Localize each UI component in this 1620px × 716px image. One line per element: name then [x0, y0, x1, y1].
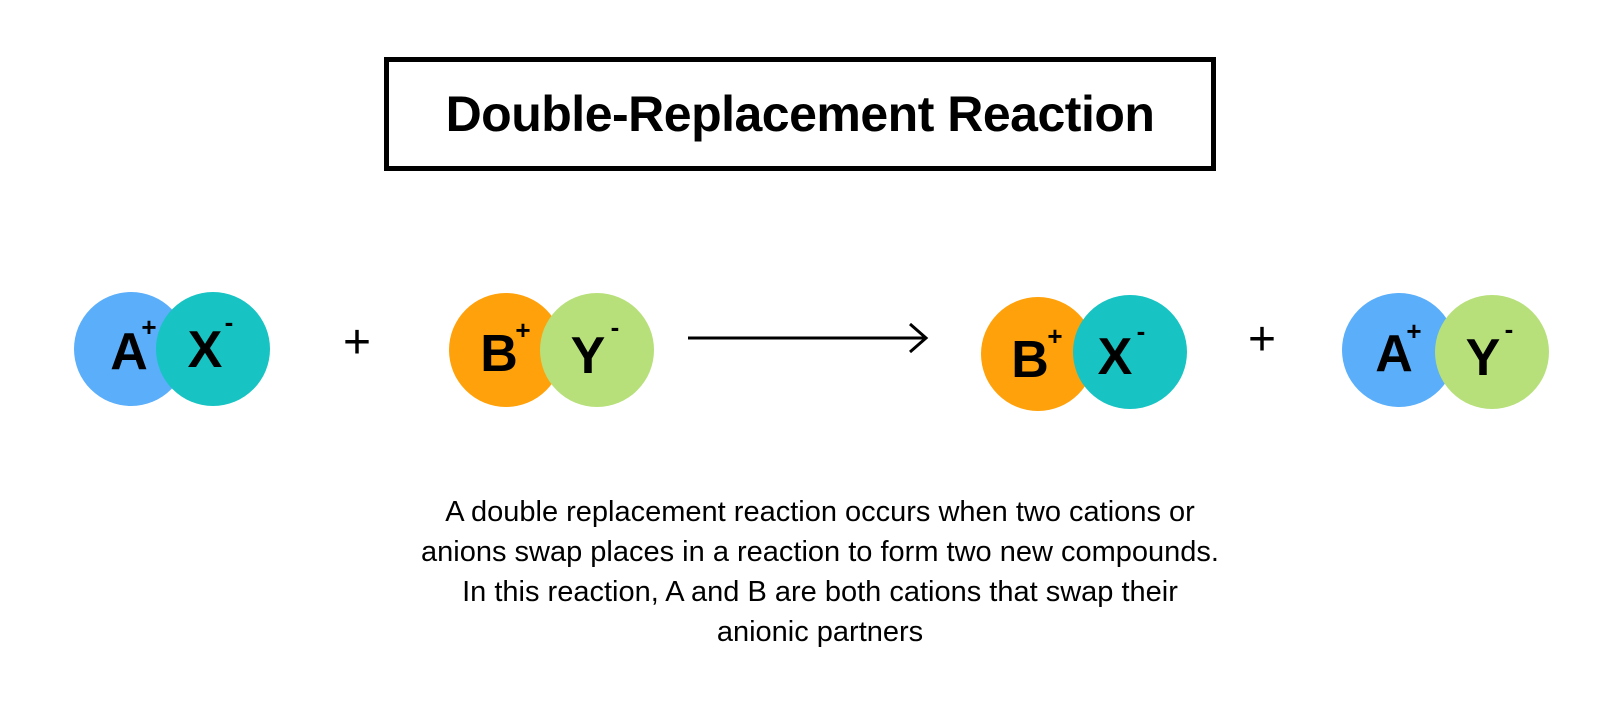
- anion-circle: [1435, 295, 1549, 409]
- description-line: anions swap places in a reaction to form…: [421, 536, 1219, 568]
- anion-charge: -: [1504, 314, 1514, 344]
- description: A double replacement reaction occurs whe…: [300, 492, 1340, 652]
- anion-symbol: Y: [1465, 329, 1501, 387]
- anion-charge: -: [224, 307, 234, 337]
- cation-charge: +: [1406, 316, 1422, 346]
- title-box: Double-Replacement Reaction: [384, 57, 1216, 171]
- cation-symbol: A: [110, 323, 148, 381]
- cation-symbol: A: [1375, 325, 1413, 383]
- anion-circle: [1073, 295, 1187, 409]
- plus-sign-products: +: [1247, 313, 1277, 366]
- cation-symbol: B: [480, 325, 518, 383]
- cation-charge: +: [515, 315, 531, 345]
- anion-circle: [540, 293, 654, 407]
- anion-symbol: X: [1097, 328, 1133, 386]
- anion-charge: -: [610, 312, 620, 342]
- cation-charge: +: [1047, 321, 1063, 351]
- diagram-title: Double-Replacement Reaction: [445, 86, 1155, 142]
- plus-sign-reactants: +: [342, 316, 372, 369]
- anion-circle: [156, 292, 270, 406]
- description-line: In this reaction, A and B are both catio…: [462, 576, 1178, 608]
- anion-symbol: Y: [570, 327, 606, 385]
- right-arrow-icon: [688, 322, 929, 354]
- anion-charge: -: [1136, 316, 1146, 346]
- description-line: A double replacement reaction occurs whe…: [445, 496, 1195, 528]
- anion-symbol: X: [187, 321, 223, 379]
- description-line: anionic partners: [716, 616, 924, 648]
- cation-charge: +: [141, 312, 157, 342]
- cation-symbol: B: [1011, 331, 1049, 389]
